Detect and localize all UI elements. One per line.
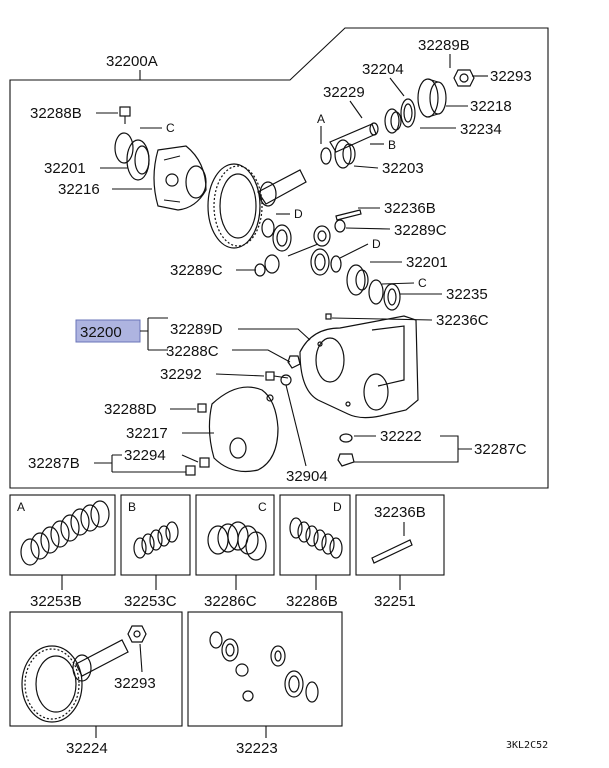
pinion-shaft-32229 bbox=[329, 122, 379, 153]
subassembly-box-32223 bbox=[187, 611, 343, 727]
washer-32289C-upper bbox=[334, 219, 346, 233]
plug-32222 bbox=[337, 453, 355, 467]
callout-32235[interactable]: 32235 bbox=[446, 286, 488, 303]
shim-set-a bbox=[20, 500, 110, 566]
callout-32217[interactable]: 32217 bbox=[126, 425, 168, 442]
breather-32904 bbox=[280, 374, 307, 467]
bearing-32204 bbox=[384, 108, 402, 134]
pinion-lower bbox=[264, 254, 280, 274]
callout-32236B[interactable]: 32236B bbox=[384, 200, 436, 217]
kit-32251-inner-label[interactable]: 32236B bbox=[374, 504, 426, 521]
kit-box-c bbox=[195, 494, 275, 576]
callout-32234[interactable]: 32234 bbox=[460, 121, 502, 138]
subassembly-32224-inner-label[interactable]: 32293 bbox=[114, 675, 156, 692]
marker-C-left: C bbox=[166, 121, 175, 135]
flange-32218 bbox=[417, 78, 447, 118]
ring-pinion-set-32224 bbox=[21, 639, 129, 723]
marker-B: B bbox=[388, 138, 396, 152]
washer-32222 bbox=[339, 433, 353, 443]
spacer-A bbox=[320, 147, 332, 165]
callout-32294[interactable]: 32294 bbox=[124, 447, 166, 464]
kit-b-letter: B bbox=[128, 500, 136, 514]
bearing-32201-right bbox=[346, 264, 369, 296]
callout-32289D[interactable]: 32289D bbox=[170, 321, 223, 338]
marker-A: A bbox=[317, 112, 325, 126]
callout-32904[interactable]: 32904 bbox=[286, 468, 328, 485]
kit-a-label[interactable]: 32253B bbox=[30, 593, 82, 610]
callout-32216[interactable]: 32216 bbox=[58, 181, 100, 198]
shim-set-b bbox=[133, 521, 179, 559]
callout-32204[interactable]: 32204 bbox=[362, 61, 404, 78]
callout-32287B[interactable]: 32287B bbox=[28, 455, 80, 472]
marker-C-right: C bbox=[418, 276, 427, 290]
side-gear-upper bbox=[272, 224, 292, 252]
callout-32218[interactable]: 32218 bbox=[470, 98, 512, 115]
callout-32293[interactable]: 32293 bbox=[490, 68, 532, 85]
callout-32289C-lower[interactable]: 32289C bbox=[170, 262, 223, 279]
callout-32229[interactable]: 32229 bbox=[323, 84, 365, 101]
callout-32201-right[interactable]: 32201 bbox=[406, 254, 448, 271]
shaft-32236B-kit bbox=[371, 539, 413, 564]
subassembly-32223-label[interactable]: 32223 bbox=[236, 740, 278, 757]
marker-D-upper: D bbox=[294, 207, 303, 221]
callout-32200[interactable]: 32200 bbox=[80, 324, 122, 341]
nut-32293 bbox=[453, 69, 475, 87]
callout-32288C[interactable]: 32288C bbox=[166, 343, 219, 360]
callout-32201-left[interactable]: 32201 bbox=[44, 160, 86, 177]
diagram-code: 3KL2C52 bbox=[506, 740, 548, 751]
plug-32294 bbox=[185, 457, 210, 476]
side-gear-lower bbox=[310, 248, 330, 276]
diff-case-32216 bbox=[153, 145, 207, 211]
kit-c-label[interactable]: 32286C bbox=[204, 593, 257, 610]
washer-D-upper bbox=[261, 218, 275, 238]
shim-C-right bbox=[368, 279, 384, 305]
kit-32251-label[interactable]: 32251 bbox=[374, 593, 416, 610]
callout-32236C[interactable]: 32236C bbox=[436, 312, 489, 329]
callout-32287C[interactable]: 32287C bbox=[474, 441, 527, 458]
bolt-32288D bbox=[197, 403, 207, 413]
callout-32222[interactable]: 32222 bbox=[380, 428, 422, 445]
pinion-gear bbox=[257, 169, 307, 207]
diff-gear-set-32223 bbox=[209, 631, 319, 703]
nut-32293-kit bbox=[127, 625, 147, 643]
callout-32289C-upper[interactable]: 32289C bbox=[394, 222, 447, 239]
pin-32236C bbox=[325, 313, 332, 320]
shim-set-c bbox=[207, 521, 267, 561]
seal-32235 bbox=[383, 283, 401, 311]
main-assembly-frame bbox=[9, 27, 549, 489]
marker-D-lower: D bbox=[372, 237, 381, 251]
kit-d-label[interactable]: 32286B bbox=[286, 593, 338, 610]
callout-32203[interactable]: 32203 bbox=[382, 160, 424, 177]
callout-32200A: 32200A bbox=[106, 53, 158, 70]
kit-box-d bbox=[279, 494, 351, 576]
callout-32292[interactable]: 32292 bbox=[160, 366, 202, 383]
callout-32288D[interactable]: 32288D bbox=[104, 401, 157, 418]
kit-b-label[interactable]: 32253C bbox=[124, 593, 177, 610]
plug-32288C bbox=[287, 355, 301, 369]
washer-D-lower bbox=[330, 255, 342, 273]
ring-gear-32224 bbox=[207, 163, 263, 249]
bearing-32203 bbox=[334, 139, 356, 169]
callout-32288B[interactable]: 32288B bbox=[30, 105, 82, 122]
kit-a-letter: A bbox=[17, 500, 25, 514]
pinion-32289C bbox=[313, 225, 331, 247]
bolt-32288B bbox=[119, 106, 131, 124]
shim-set-d bbox=[289, 517, 343, 559]
subassembly-32224-label[interactable]: 32224 bbox=[66, 740, 108, 757]
cover-32217 bbox=[208, 386, 279, 473]
kit-d-letter: D bbox=[333, 500, 342, 514]
seal-32234 bbox=[400, 98, 416, 128]
washer-32289C-lower bbox=[254, 263, 266, 277]
housing-32200 bbox=[299, 315, 419, 419]
callout-32289B[interactable]: 32289B bbox=[418, 37, 470, 54]
kit-c-letter: C bbox=[258, 500, 267, 514]
bearing-32201-left bbox=[114, 132, 150, 181]
shaft-32236B bbox=[335, 209, 362, 221]
bolt-32292 bbox=[265, 371, 289, 381]
